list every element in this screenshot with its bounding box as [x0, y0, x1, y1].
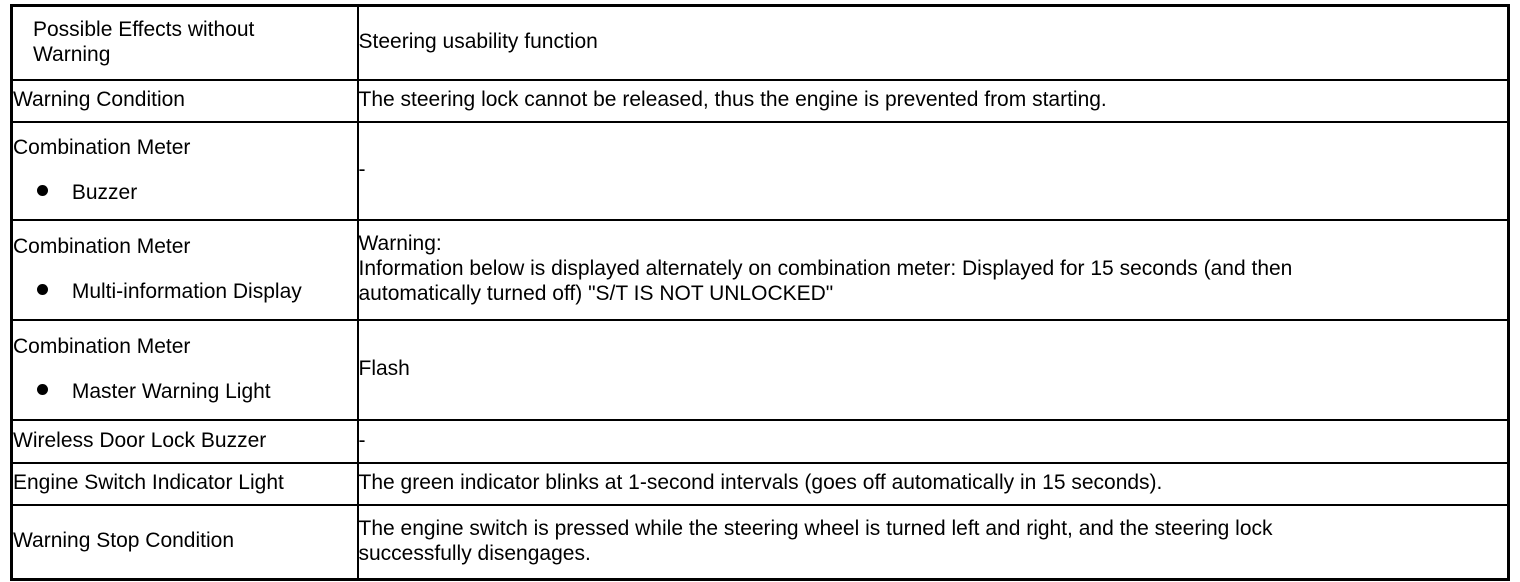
- row-value-line-3: automatically turned off) "S/T IS NOT UN…: [358, 281, 834, 305]
- row-value-line: The steering lock cannot be released, th…: [358, 88, 1107, 112]
- row-value-line-2: Information below is displayed alternate…: [358, 257, 1293, 281]
- row-value-line: Flash: [358, 357, 410, 381]
- row-label-combination-meter-multi-information-display: Combination Meter Multi-information Disp…: [10, 218, 359, 321]
- row-label-subitem: Master Warning Light: [13, 380, 357, 405]
- table-row-wireless-door-lock-buzzer: Wireless Door Lock Buzzer -: [10, 418, 1510, 464]
- row-value-combination-meter-multi-information-display: Warning: Information below is displayed …: [356, 218, 1510, 321]
- row-label-title: Combination Meter: [13, 234, 191, 258]
- row-label-subitem-text: Master Warning Light: [71, 379, 271, 403]
- bullet-icon: [37, 185, 48, 197]
- column-header-line-1: Possible Effects without: [33, 17, 255, 41]
- row-value-combination-meter-master-warning-light: Flash: [356, 318, 1510, 421]
- table-row-combination-meter-multi-information-display: Combination Meter Multi-information Disp…: [10, 218, 1510, 321]
- row-value-line-2: successfully disengages.: [358, 541, 591, 565]
- table-row-combination-meter-buzzer: Combination Meter Buzzer -: [10, 120, 1510, 221]
- row-value-warning-condition: The steering lock cannot be released, th…: [356, 78, 1510, 123]
- row-value-combination-meter-buzzer: -: [356, 120, 1510, 221]
- row-label-subitem-text: Buzzer: [71, 180, 138, 204]
- row-label-warning-stop-condition: Warning Stop Condition: [10, 503, 359, 581]
- possible-effects-table: Possible Effects without Warning Steerin…: [10, 4, 1510, 581]
- row-value-wireless-door-lock-buzzer: -: [356, 418, 1510, 464]
- column-header-possible-effects: Possible Effects without Warning: [10, 4, 359, 81]
- row-value-line: -: [358, 158, 366, 182]
- row-label-subitem-text: Multi-information Display: [71, 279, 302, 303]
- bullet-icon: [37, 384, 48, 396]
- row-label-combination-meter-master-warning-light: Combination Meter Master Warning Light: [10, 318, 359, 421]
- bullet-icon: [37, 284, 48, 296]
- row-label-title: Wireless Door Lock Buzzer: [13, 428, 267, 452]
- row-label-warning-condition: Warning Condition: [10, 78, 359, 123]
- row-value-engine-switch-indicator-light: The green indicator blinks at 1-second i…: [356, 461, 1510, 506]
- table-row-combination-meter-master-warning-light: Combination Meter Master Warning Light F…: [10, 318, 1510, 421]
- row-value-line: -: [358, 428, 366, 452]
- row-value-line-1: The engine switch is pressed while the s…: [358, 516, 1273, 540]
- row-value-warning-stop-condition: The engine switch is pressed while the s…: [356, 503, 1510, 581]
- table-row-warning-condition: Warning Condition The steering lock cann…: [10, 78, 1510, 123]
- table-row-warning-stop-condition: Warning Stop Condition The engine switch…: [10, 503, 1510, 581]
- table-header-row: Possible Effects without Warning Steerin…: [10, 4, 1510, 81]
- row-label-engine-switch-indicator-light: Engine Switch Indicator Light: [10, 461, 359, 506]
- spec-table-container: Possible Effects without Warning Steerin…: [10, 4, 1510, 581]
- column-header-steering-usability-function: Steering usability function: [356, 4, 1510, 81]
- row-label-title: Combination Meter: [13, 334, 191, 358]
- row-label-wireless-door-lock-buzzer: Wireless Door Lock Buzzer: [10, 418, 359, 464]
- column-header-line-2: Warning: [33, 42, 111, 66]
- row-value-line-1: Warning:: [358, 232, 442, 256]
- row-value-line: The green indicator blinks at 1-second i…: [358, 471, 1163, 495]
- row-label-title: Warning Condition: [13, 88, 185, 112]
- row-label-title: Combination Meter: [13, 135, 191, 159]
- row-label-subitem: Buzzer: [13, 181, 357, 206]
- row-label-title: Warning Stop Condition: [13, 529, 235, 553]
- row-label-subitem: Multi-information Display: [13, 280, 357, 305]
- table-row-engine-switch-indicator-light: Engine Switch Indicator Light The green …: [10, 461, 1510, 506]
- row-label-combination-meter-buzzer: Combination Meter Buzzer: [10, 120, 359, 221]
- row-label-title: Engine Switch Indicator Light: [13, 471, 284, 495]
